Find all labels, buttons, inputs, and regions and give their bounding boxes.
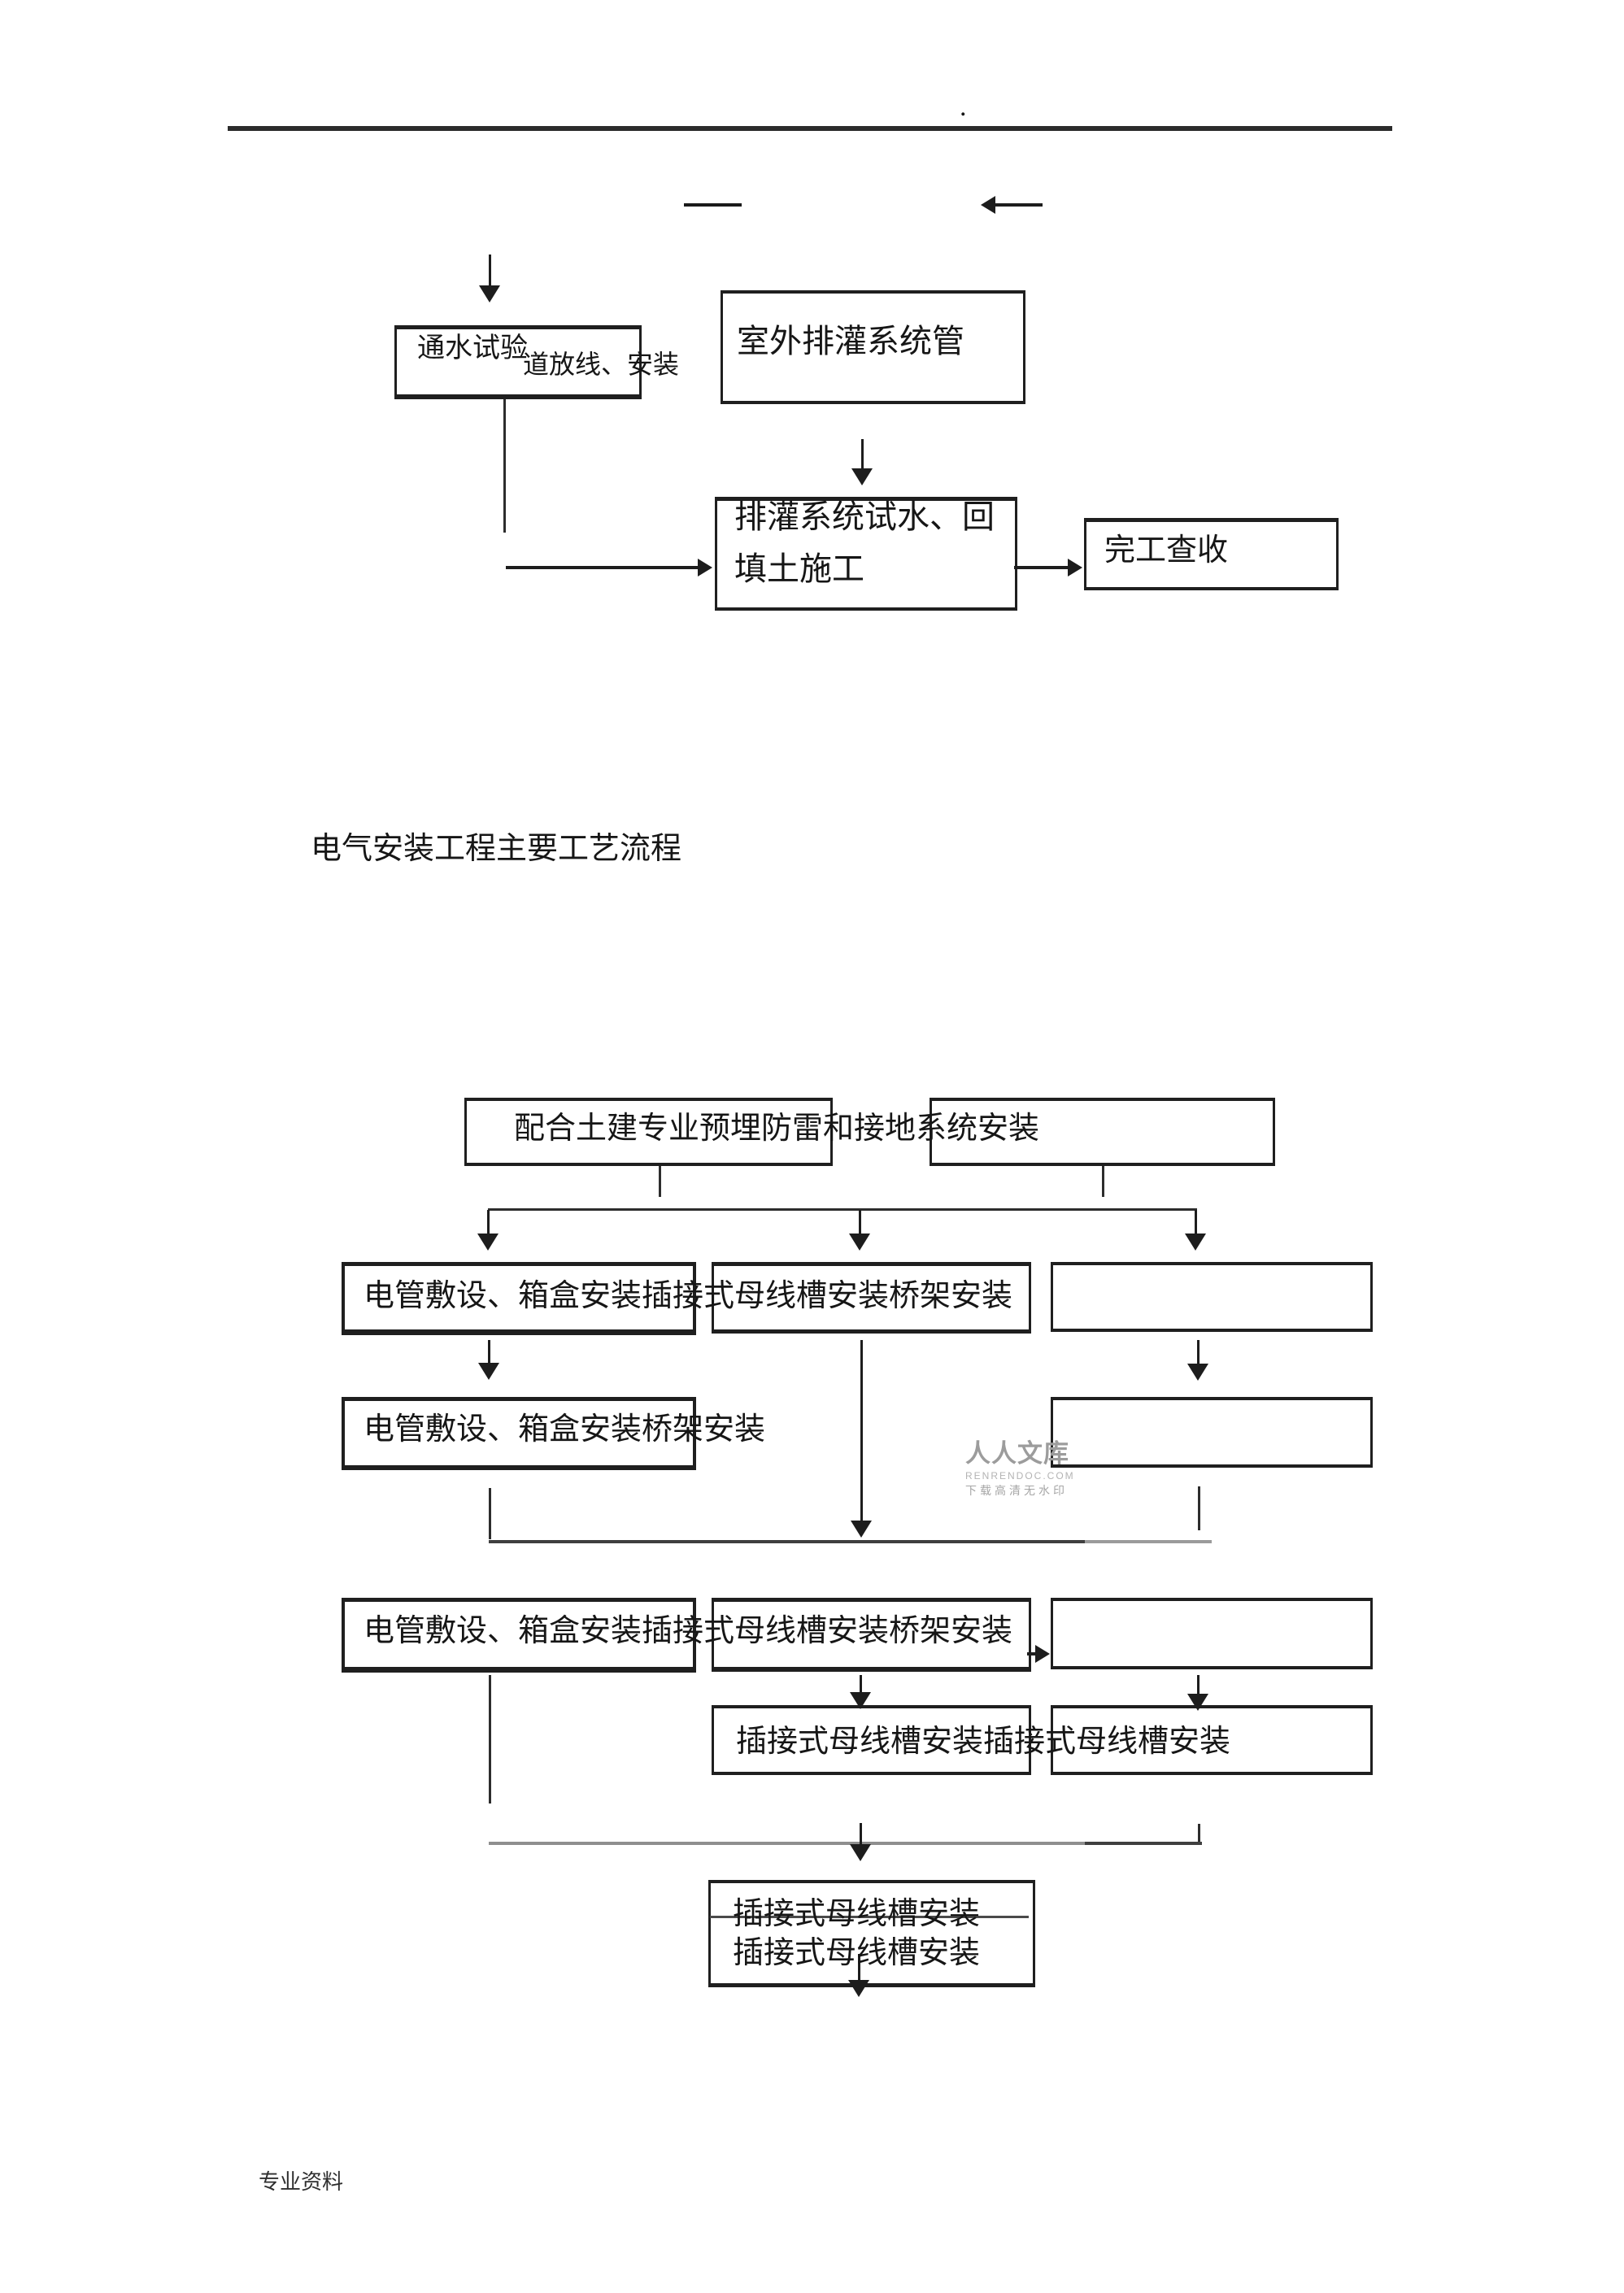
label-r2: 电管敷设、箱盒安装桥架安装 [364,1412,766,1447]
arrow-branch-left-shaft [486,1210,490,1236]
box-outdoor-drain [721,290,1025,404]
arrow-left-top-shaft [993,203,1043,207]
arrow-r1-mid-long-head [851,1521,872,1538]
box-r4-right [1051,1705,1373,1775]
label-outdoor-drain: 室外排灌系统管 [737,323,964,359]
box-final [708,1880,1035,1987]
arrow-r3-mid-to-right-shaft [1027,1652,1038,1656]
arrow-outdoor-to-drain-test-head [851,468,873,485]
watermark: 人人文库 RENRENDOC.COM 下载高清无水印 [965,1441,1075,1496]
arrow-r1-to-r2-left-shaft [487,1340,490,1365]
label-completion: 完工查收 [1104,533,1229,568]
label-r3: 电管敷设、箱盒安装插接式母线槽安装桥架安装 [364,1614,1013,1648]
tick-embed-left [659,1166,661,1197]
final-box-divider [710,1916,1029,1918]
connector-low-dark [1085,1842,1202,1845]
box-r3-mid [712,1598,1031,1672]
arrow-to-final-head [850,1844,871,1861]
connector-top [488,1208,1197,1211]
label-r4: 插接式母线槽安装插接式母线槽安装 [736,1725,1231,1759]
arrow-into-drain-test-head [698,559,712,577]
label-final-1: 插接式母线槽安装 [733,1897,981,1931]
arrow-branch-mid-shaft [858,1210,861,1236]
box-r3-right [1051,1598,1373,1669]
arrow-r3-to-r4-right-head [1187,1694,1208,1711]
box-r4-mid [712,1705,1031,1775]
watermark-domain-text: RENRENDOC.COM [965,1470,1075,1482]
label-embed-lightning: 配合土建专业预埋防雷和接地系统安装 [514,1112,1040,1146]
footer-label: 专业资料 [259,2170,344,2194]
label-water-test: 通水试验 [417,333,528,363]
watermark-tagline-text: 下载高清无水印 [965,1484,1068,1497]
arrow-r3-to-r4-mid-head [850,1692,871,1709]
watermark-logo-text: 人人文库 [965,1439,1069,1468]
label-drain-test-2: 填土施工 [734,550,864,587]
arrow-r1-to-r2-right-head [1187,1364,1208,1381]
arrow-r3-to-r4-mid-shaft [859,1675,862,1695]
label-r1: 电管敷设、箱盒安装插接式母线槽安装桥架安装 [364,1279,1013,1313]
box-top-right-empty [930,1098,1275,1166]
arrow-into-water-test-shaft [488,255,491,288]
arrow-to-final-shaft [859,1823,862,1847]
arrow-into-drain-test-shaft [506,566,700,569]
box-r3-left [342,1598,696,1673]
label-drain-test-1: 排灌系统试水、回 [734,498,995,535]
seg-r3-left-down [489,1675,491,1804]
box-r2-right [1051,1397,1373,1468]
arrow-final-out-shaft [857,1954,860,1982]
section-heading: 电气安装工程主要工艺流程 [311,832,682,866]
arrow-r1-to-r2-left-head [478,1363,499,1380]
arrow-into-water-test-head [479,285,500,302]
arrow-branch-right-head [1185,1234,1206,1251]
connector-mid-dark [489,1540,1085,1543]
connector-water-test-down [503,399,506,533]
arrow-branch-left-head [477,1234,499,1251]
arrow-r1-mid-long-shaft [860,1340,863,1523]
arrow-into-completion-head [1068,559,1082,577]
box-water-test [394,325,642,399]
arrow-r3-to-r4-right-shaft [1196,1675,1199,1696]
arrow-branch-mid-head [849,1234,870,1251]
arrow-outdoor-to-drain-test-shaft [860,439,864,471]
stray-dot: . [960,92,967,122]
arrow-r1-to-r2-right-shaft [1196,1340,1199,1366]
arrow-r3-mid-to-right-head [1035,1645,1050,1663]
stray-dash [684,203,742,207]
box-r1-right [1051,1262,1373,1332]
top-rule [228,126,1392,131]
arrow-left-top-head [981,196,995,214]
box-drain-test [715,497,1017,611]
box-r2-left [342,1397,696,1470]
seg-r2-left-down [489,1488,491,1539]
box-embed-lightning [464,1098,833,1166]
connector-mid-light [1085,1540,1212,1543]
box-r1-left [342,1262,696,1335]
connector-low-light [489,1842,1085,1845]
arrow-branch-right-shaft [1194,1210,1197,1236]
label-final-2: 插接式母线槽安装 [733,1936,981,1970]
seg-r2-right-down [1198,1486,1200,1530]
box-completion [1084,518,1339,590]
label-pipe-laying: 道放线、安装 [523,350,680,379]
arrow-into-completion-shaft [1014,566,1070,569]
tick-embed-right [1102,1166,1104,1197]
seg-r4-right-down [1198,1824,1200,1842]
arrow-final-out-head [848,1980,869,1997]
box-r1-mid [712,1262,1031,1334]
